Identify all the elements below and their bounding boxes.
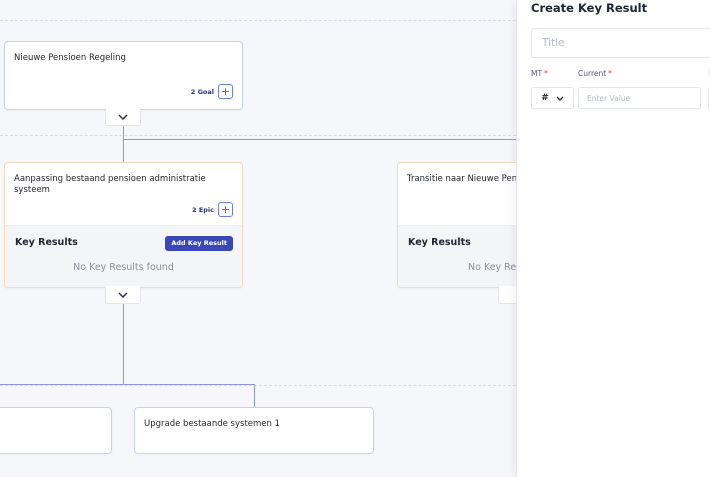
upgrade-node[interactable]: Upgrade bestaande systemen 1	[134, 407, 374, 454]
row-divider	[0, 385, 516, 386]
chevron-down-icon	[118, 113, 128, 120]
goal-node[interactable]: Nieuwe Pensioen Regeling 2 Goal +	[4, 41, 243, 110]
panel-title: Create Key Result	[531, 1, 648, 15]
key-results-section: Key Results No Key Re	[398, 225, 516, 287]
current-label: Current*	[578, 69, 612, 78]
add-child-button[interactable]: +	[218, 202, 233, 217]
connector-line	[0, 384, 254, 385]
required-mark: *	[608, 69, 612, 78]
node-title: Aanpassing bestaand pensioen administrat…	[14, 174, 206, 195]
create-key-result-panel: Create Key Result MT* Current* #	[516, 0, 710, 477]
goal-count-label: 2 Goal	[190, 87, 214, 96]
add-key-result-button[interactable]: Add Key Result	[165, 236, 233, 251]
mt-select-value: #	[541, 93, 549, 103]
plus-icon: +	[220, 85, 231, 98]
mt-label-text: MT	[531, 69, 543, 78]
key-results-empty-text: No Key Results found	[73, 262, 174, 273]
mt-select[interactable]: #	[531, 87, 574, 109]
transitie-node[interactable]: Transitie naar Nieuwe Pen Key Results No…	[397, 162, 516, 288]
collapse-toggle-button[interactable]	[105, 108, 141, 126]
node-title: Upgrade bestaande systemen 1	[144, 419, 281, 429]
row-divider	[0, 135, 516, 136]
field-input-cropped[interactable]	[708, 87, 710, 109]
child-node[interactable]	[0, 407, 112, 454]
key-results-section: Key Results Add Key Result No Key Result…	[5, 225, 242, 287]
key-results-empty-text: No Key Re	[468, 262, 516, 273]
chevron-down-icon	[118, 291, 128, 298]
goal-count: 2 Goal +	[191, 84, 233, 99]
required-mark: *	[544, 69, 548, 78]
connector-line	[254, 384, 255, 407]
key-results-heading: Key Results	[15, 237, 78, 248]
current-value-input[interactable]	[578, 87, 701, 109]
connector-line	[123, 139, 516, 140]
okr-tree-canvas[interactable]: Nieuwe Pensioen Regeling 2 Goal + Aanpas…	[0, 0, 516, 477]
current-label-text: Current	[578, 69, 607, 78]
node-title: Nieuwe Pensioen Regeling	[14, 53, 126, 63]
collapse-toggle-button[interactable]	[498, 286, 516, 304]
node-title: Transitie naar Nieuwe Pen	[407, 174, 516, 184]
collapse-toggle-button[interactable]	[105, 286, 141, 304]
key-results-heading: Key Results	[408, 237, 471, 248]
mt-label: MT*	[531, 69, 548, 78]
epic-count: 2 Epic +	[192, 202, 233, 217]
add-child-button[interactable]: +	[218, 84, 233, 99]
connector-line	[123, 300, 124, 385]
plus-icon: +	[220, 203, 231, 216]
chevron-down-icon	[556, 96, 564, 101]
connector-line	[123, 126, 124, 162]
epic-node[interactable]: Aanpassing bestaand pensioen administrat…	[4, 162, 243, 288]
row-divider	[0, 20, 516, 21]
epic-count-label: 2 Epic	[192, 205, 214, 214]
title-input[interactable]	[531, 28, 710, 58]
